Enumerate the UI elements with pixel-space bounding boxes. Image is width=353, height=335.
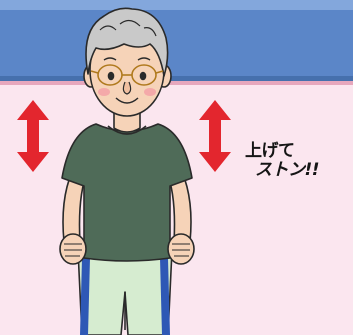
top-banner (0, 0, 353, 85)
caption-line-1: 上げて (245, 141, 295, 161)
pants (77, 249, 173, 335)
caption-line-2: ストン!! (255, 160, 320, 180)
hair (85, 7, 169, 77)
up-down-arrow-icon (199, 100, 231, 172)
glasses-icon (90, 64, 164, 86)
left-fist (59, 233, 87, 265)
caption: 上げて ストン!! (243, 141, 320, 180)
man-figure (59, 7, 195, 335)
up-down-arrow-icon (17, 100, 49, 172)
right-fist (167, 233, 195, 265)
